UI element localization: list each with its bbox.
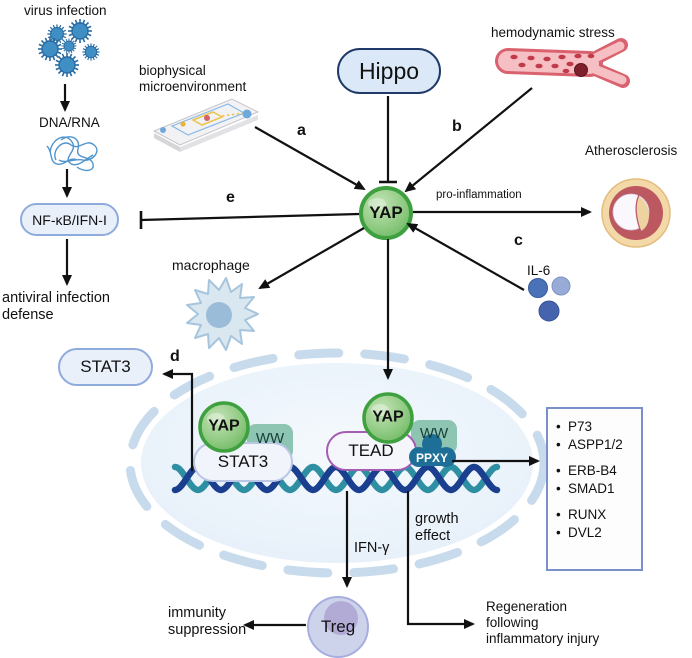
stat3-cytoplasm-node: STAT3 xyxy=(58,348,153,386)
nfkb-ifn-node: NF-κB/IFN-I xyxy=(20,203,119,236)
ifn-gamma-label: IFN-γ xyxy=(354,540,390,556)
ww-tead-label: WW xyxy=(419,425,449,443)
dna-rna-label: DNA/RNA xyxy=(39,115,100,130)
target-gene-list: P73 ASPP1/2 ERB-B4 SMAD1 RUNX DVL2 xyxy=(554,419,641,540)
arrows xyxy=(60,84,592,630)
yap-tead-label: YAP xyxy=(372,408,404,426)
nfkb-ifn-label: NF-κB/IFN-I xyxy=(32,211,107,228)
macrophage-icon xyxy=(186,277,259,351)
edge-label-a: a xyxy=(297,122,306,139)
pro-inflammation-label: pro-inflammation xyxy=(436,189,522,201)
edge-label-c: c xyxy=(514,232,523,249)
immunity-suppression-label: immunity suppression xyxy=(168,605,247,639)
treg-cell-icon xyxy=(307,596,369,658)
gene-item: P73 xyxy=(556,419,641,434)
blood-vessel-icon xyxy=(495,38,630,88)
stat3-complex-label: STAT3 xyxy=(217,451,269,471)
tead-label: TEAD xyxy=(348,440,394,460)
macrophage-label: macrophage xyxy=(172,257,250,273)
gene-item: RUNX xyxy=(556,507,641,522)
hemodynamic-stress-label: hemodynamic stress xyxy=(491,25,615,40)
growth-effect-label: growth effect xyxy=(415,511,459,545)
gene-item: DVL2 xyxy=(556,525,641,540)
virus-icons xyxy=(37,18,101,78)
yap-stat3-complex xyxy=(193,401,293,482)
biophysical-label: biophysical microenvironment xyxy=(139,63,247,94)
antiviral-defense-label: antiviral infection defense xyxy=(2,290,110,324)
ppxy-domain-icon xyxy=(409,434,456,467)
regeneration-label: Regeneration following inflammatory inju… xyxy=(486,599,600,646)
gene-item: SMAD1 xyxy=(556,481,641,496)
edge-label-e: e xyxy=(226,189,235,206)
treg-label: Treg xyxy=(320,616,356,636)
atherosclerosis-label: Atherosclerosis xyxy=(585,143,678,158)
target-gene-box: P73 ASPP1/2 ERB-B4 SMAD1 RUNX DVL2 xyxy=(546,407,643,571)
yap-stat3-label: YAP xyxy=(208,417,240,435)
gene-item: ASPP1/2 xyxy=(556,437,641,452)
gene-item: ERB-B4 xyxy=(556,463,641,478)
atherosclerosis-artery-icon xyxy=(601,178,671,248)
yap-node-icon xyxy=(359,186,413,240)
stat3-cytoplasm-label: STAT3 xyxy=(80,357,131,376)
il6-molecules-icon xyxy=(528,276,571,322)
edge-label-b: b xyxy=(452,118,462,135)
yap-center-label: YAP xyxy=(369,202,403,222)
microfluidic-chip-icon xyxy=(152,98,260,152)
virus-infection-label: virus infection xyxy=(24,3,107,18)
rna-tangle-icon xyxy=(46,136,98,172)
hippo-label: Hippo xyxy=(358,57,420,84)
ppxy-label: PPXY xyxy=(415,450,449,465)
edge-label-d: d xyxy=(170,348,180,365)
hippo-node: Hippo xyxy=(337,48,441,94)
ww-stat3-label: WW xyxy=(255,430,285,448)
yap-tead-complex xyxy=(326,392,457,471)
il6-label: IL-6 xyxy=(527,263,551,278)
